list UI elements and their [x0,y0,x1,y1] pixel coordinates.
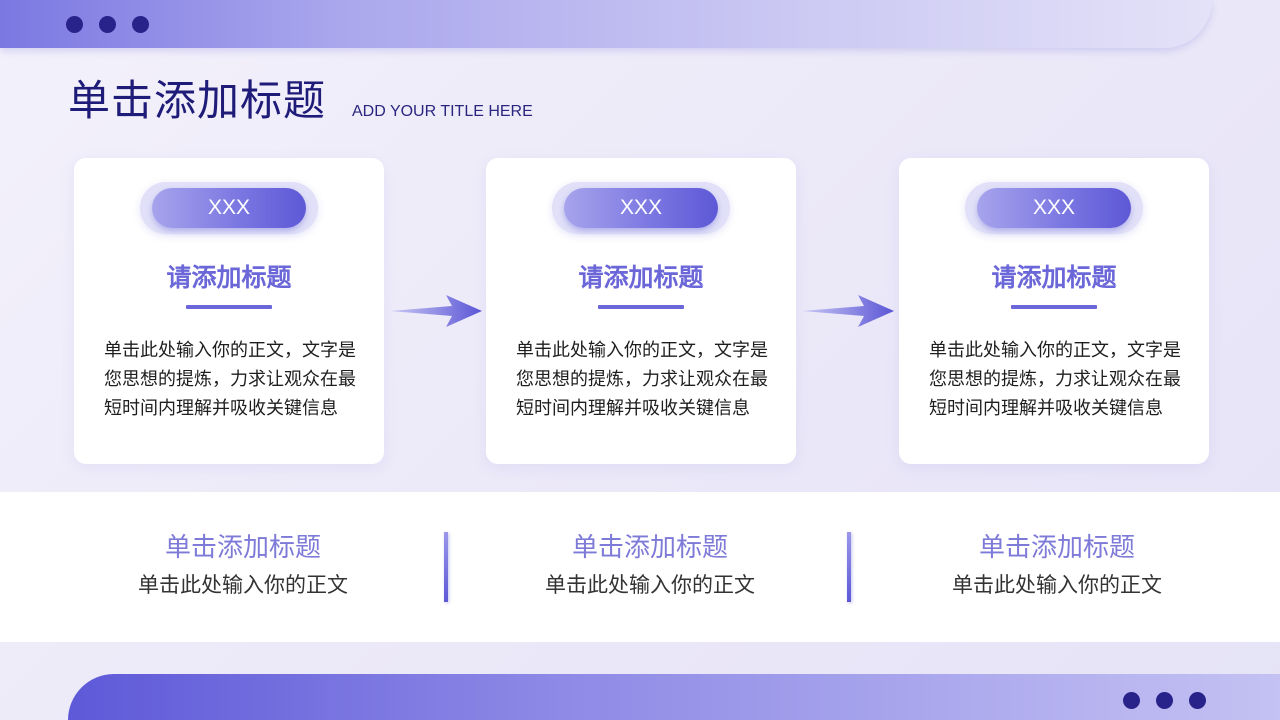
label-pill: XXX [140,182,318,234]
heading-underline [1011,305,1097,309]
content-card: XXX 请添加标题 单击此处输入你的正文，文字是您思想的提炼，力求让观众在最短时… [486,158,796,464]
content-card: XXX 请添加标题 单击此处输入你的正文，文字是您思想的提炼，力求让观众在最短时… [899,158,1209,464]
dot-icon [99,16,116,33]
label-pill-text[interactable]: XXX [977,188,1131,228]
card-body-text[interactable]: 单击此处输入你的正文，文字是您思想的提炼，力求让观众在最短时间内理解并吸收关键信… [516,340,768,419]
vertical-divider [847,532,851,602]
summary-item: 单击添加标题 单击此处输入你的正文 [530,530,770,600]
summary-band [0,492,1280,642]
summary-title[interactable]: 单击添加标题 [164,533,321,563]
bottom-decor-bar [68,674,1280,720]
dot-icon [1123,692,1140,709]
summary-title[interactable]: 单击添加标题 [571,533,728,563]
heading-underline [598,305,684,309]
card-heading[interactable]: 请添加标题 [991,263,1117,292]
summary-text[interactable]: 单击此处输入你的正文 [138,573,348,597]
dot-icon [1156,692,1173,709]
summary-text[interactable]: 单击此处输入你的正文 [545,573,755,597]
arrow-right-icon [802,295,894,327]
top-decor-bar [0,0,1212,48]
card-heading[interactable]: 请添加标题 [578,263,704,292]
page-title[interactable]: 单击添加标题 [68,76,327,125]
card-body-text[interactable]: 单击此处输入你的正文，文字是您思想的提炼，力求让观众在最短时间内理解并吸收关键信… [104,340,356,419]
page-subtitle[interactable]: ADD YOUR TITLE HERE [352,103,533,120]
dot-icon [66,16,83,33]
arrow-right-icon [390,295,482,327]
content-card: XXX 请添加标题 单击此处输入你的正文，文字是您思想的提炼，力求让观众在最短时… [74,158,384,464]
label-pill: XXX [965,182,1143,234]
label-pill: XXX [552,182,730,234]
card-heading[interactable]: 请添加标题 [166,263,292,292]
summary-item: 单击添加标题 单击此处输入你的正文 [937,530,1177,600]
summary-text[interactable]: 单击此处输入你的正文 [952,573,1162,597]
vertical-divider [444,532,448,602]
heading-underline [186,305,272,309]
summary-title[interactable]: 单击添加标题 [978,533,1135,563]
dot-icon [1189,692,1206,709]
label-pill-text[interactable]: XXX [564,188,718,228]
summary-item: 单击添加标题 单击此处输入你的正文 [123,530,363,600]
card-body-text[interactable]: 单击此处输入你的正文，文字是您思想的提炼，力求让观众在最短时间内理解并吸收关键信… [929,340,1181,419]
label-pill-text[interactable]: XXX [152,188,306,228]
dot-icon [132,16,149,33]
